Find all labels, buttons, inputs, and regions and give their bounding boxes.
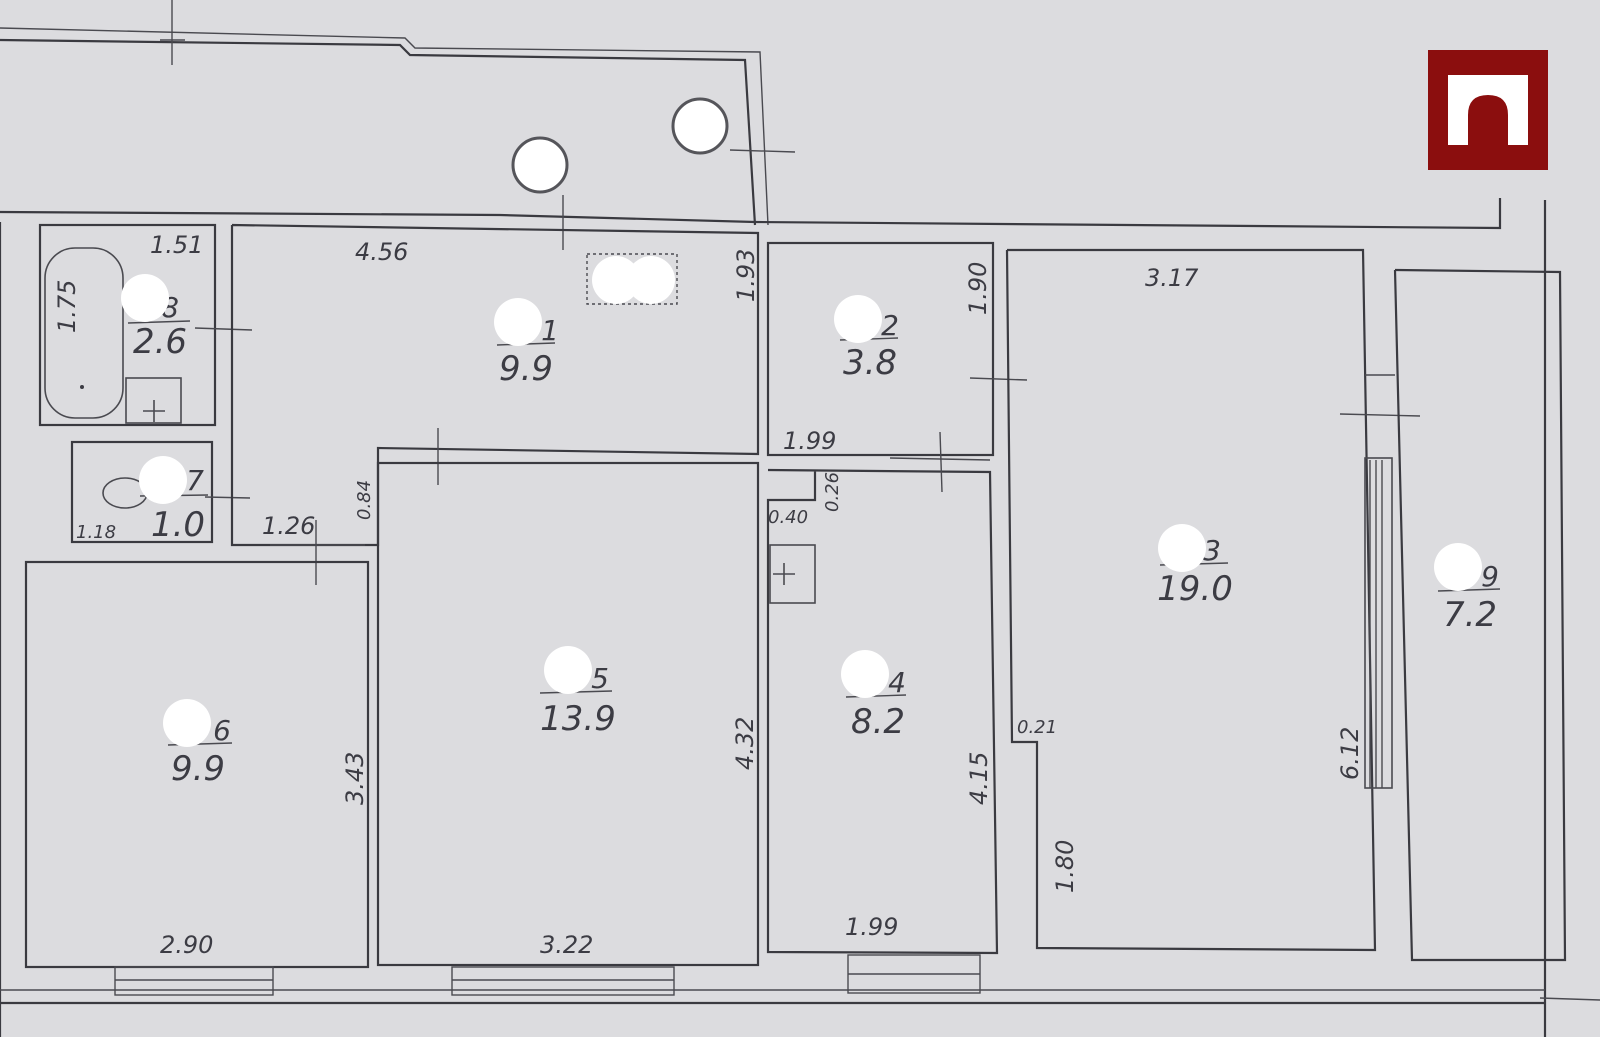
dim-center-width: 3.22 bbox=[540, 931, 593, 959]
room-loggia-walls bbox=[1393, 268, 1567, 962]
room-toilet-number: 7 bbox=[186, 464, 204, 497]
room-toilet-label: 7 1.0 bbox=[139, 456, 209, 545]
dim-big-side: 1.80 bbox=[1051, 840, 1079, 893]
room-closet-area: 3.8 bbox=[843, 343, 897, 383]
dim-kitchen-depth: 4.15 bbox=[965, 752, 993, 805]
room-left-walls bbox=[24, 560, 370, 996]
dim-big-width: 3.17 bbox=[1145, 264, 1199, 292]
room-bath-area: 2.6 bbox=[133, 322, 187, 362]
room-toilet-area: 1.0 bbox=[151, 505, 205, 545]
dim-left-width: 2.90 bbox=[160, 931, 213, 959]
dim-hall-depth: 1.93 bbox=[732, 249, 760, 302]
room-kitchen-walls bbox=[766, 431, 999, 994]
room-bath-walls bbox=[38, 223, 253, 427]
room-closet-label: 2 3.8 bbox=[834, 295, 899, 383]
balcony-round-marker-2 bbox=[671, 97, 729, 155]
room-kitchen-area: 8.2 bbox=[851, 702, 905, 742]
room-big-area: 19.0 bbox=[1157, 569, 1233, 609]
room-left-area: 9.9 bbox=[171, 749, 225, 789]
room-left-number: 6 bbox=[213, 714, 231, 747]
room-big-label: 3 19.0 bbox=[1157, 524, 1233, 609]
room-hall-label: 1 9.9 bbox=[494, 298, 559, 389]
room-loggia-label: 9 7.2 bbox=[1434, 543, 1501, 635]
room-center-walls bbox=[376, 461, 760, 996]
dim-hall-corridor: 0.84 bbox=[354, 480, 375, 520]
room-big-number: 3 bbox=[1203, 534, 1221, 567]
room-toilet-walls bbox=[70, 440, 251, 544]
hall-fixture-marker-2 bbox=[627, 256, 675, 304]
room-loggia-area: 7.2 bbox=[1443, 595, 1497, 635]
room-hall-walls bbox=[230, 223, 760, 585]
dim-kitchen-notch-width: 0.40 bbox=[768, 507, 808, 528]
arch-logo-icon bbox=[1428, 50, 1548, 170]
room-left-label: 6 9.9 bbox=[163, 699, 233, 789]
hall-fixture-marker-1 bbox=[592, 256, 640, 304]
dim-center-depth: 4.32 bbox=[731, 717, 759, 770]
exterior-walls bbox=[0, 195, 1600, 1037]
room-center-label: 5 13.9 bbox=[539, 646, 616, 739]
room-center-area: 13.9 bbox=[540, 699, 616, 739]
room-kitchen-label: 4 8.2 bbox=[841, 650, 907, 742]
room-loggia-number: 9 bbox=[1481, 560, 1499, 593]
room-hall-area: 9.9 bbox=[499, 349, 553, 389]
dim-closet-depth: 1.90 bbox=[964, 262, 992, 315]
dim-left-depth: 3.43 bbox=[341, 752, 369, 805]
dim-hall-bottom: 1.26 bbox=[262, 512, 315, 540]
dim-big-depth: 6.12 bbox=[1336, 727, 1364, 780]
room-big-walls bbox=[1005, 248, 1421, 952]
room-center-number: 5 bbox=[591, 662, 609, 695]
dim-hall-width: 4.56 bbox=[355, 238, 408, 266]
room-hall-number: 1 bbox=[541, 314, 559, 347]
dim-bath-length: 1.75 bbox=[53, 280, 81, 333]
dim-kitchen-width: 1.99 bbox=[845, 913, 898, 941]
room-closet-number: 2 bbox=[881, 309, 899, 342]
room-closet-walls bbox=[766, 241, 1028, 457]
room-kitchen-number: 4 bbox=[888, 666, 906, 699]
dim-big-notch: 0.21 bbox=[1017, 717, 1057, 738]
room-bath-label: 8 2.6 bbox=[121, 274, 191, 362]
dim-toilet-width: 1.18 bbox=[76, 522, 116, 543]
dim-bath-width: 1.51 bbox=[150, 231, 203, 259]
dim-closet-width: 1.99 bbox=[783, 427, 836, 455]
balcony-outline bbox=[0, 0, 796, 226]
balcony-round-marker-1 bbox=[511, 136, 569, 194]
dim-kitchen-notch-depth: 0.26 bbox=[822, 472, 843, 512]
